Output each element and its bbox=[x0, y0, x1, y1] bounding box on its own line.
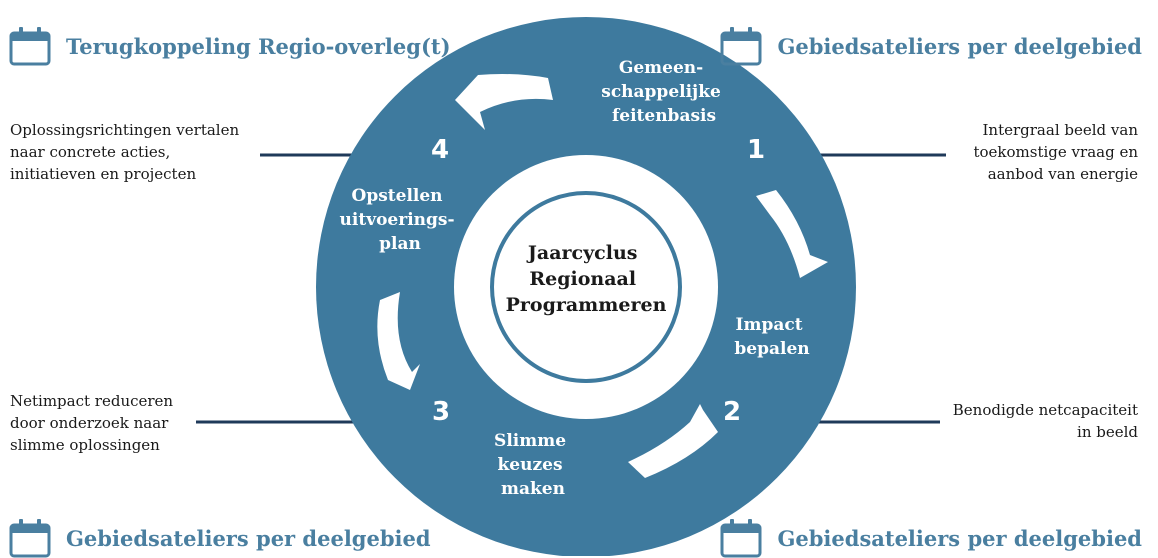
corner-title: Gebiedsateliers per deelgebied bbox=[66, 525, 431, 551]
arrow-3-to-4 bbox=[377, 292, 420, 390]
corner-heading-top-right: Gebiedsateliers per deelgebied bbox=[719, 26, 1142, 66]
stage-label-3: Slimme keuzes maken bbox=[494, 431, 572, 499]
calendar-icon bbox=[720, 519, 762, 558]
arrow-1-to-2 bbox=[756, 190, 828, 278]
corner-heading-bottom-right: Gebiedsateliers per deelgebied bbox=[719, 518, 1142, 558]
calendar-icon bbox=[9, 519, 51, 558]
side-note-bottom-right: Benodigde netcapaciteit in beeld bbox=[952, 401, 1138, 441]
stage-number-2: 2 bbox=[723, 397, 741, 427]
stage-number-1: 1 bbox=[747, 135, 765, 165]
arrow-4-to-1 bbox=[455, 74, 553, 130]
inner-circle-outline bbox=[490, 191, 682, 383]
arrow-2-to-3 bbox=[628, 404, 718, 478]
stage-label-2: Impact bepalen bbox=[734, 315, 809, 359]
side-note-top-right: Intergraal beeld van toekomstige vraag e… bbox=[973, 121, 1139, 183]
side-note-bottom-left: Netimpact reduceren door onderzoek naar … bbox=[10, 392, 174, 454]
stage-label-1: Gemeen- schappelijke feitenbasis bbox=[601, 58, 726, 126]
corner-heading-top-left: Terugkoppeling Regio-overleg(t) bbox=[8, 26, 451, 66]
corner-title: Gebiedsateliers per deelgebied bbox=[777, 525, 1142, 551]
calendar-icon bbox=[9, 27, 51, 66]
cycle-arrows bbox=[377, 74, 828, 478]
calendar-icon bbox=[720, 27, 762, 66]
corner-title: Gebiedsateliers per deelgebied bbox=[777, 33, 1142, 59]
side-note-top-left: Oplossingsrichtingen vertalen naar concr… bbox=[10, 121, 240, 183]
stage-label-4: Opstellen uitvoerings- plan bbox=[340, 186, 461, 254]
stage-number-3: 3 bbox=[432, 397, 450, 427]
center-title: Jaarcyclus Regionaal Programmeren bbox=[506, 242, 667, 316]
corner-heading-bottom-left: Gebiedsateliers per deelgebied bbox=[8, 518, 431, 558]
stage-number-4: 4 bbox=[431, 135, 449, 165]
corner-title: Terugkoppeling Regio-overleg(t) bbox=[66, 33, 451, 59]
